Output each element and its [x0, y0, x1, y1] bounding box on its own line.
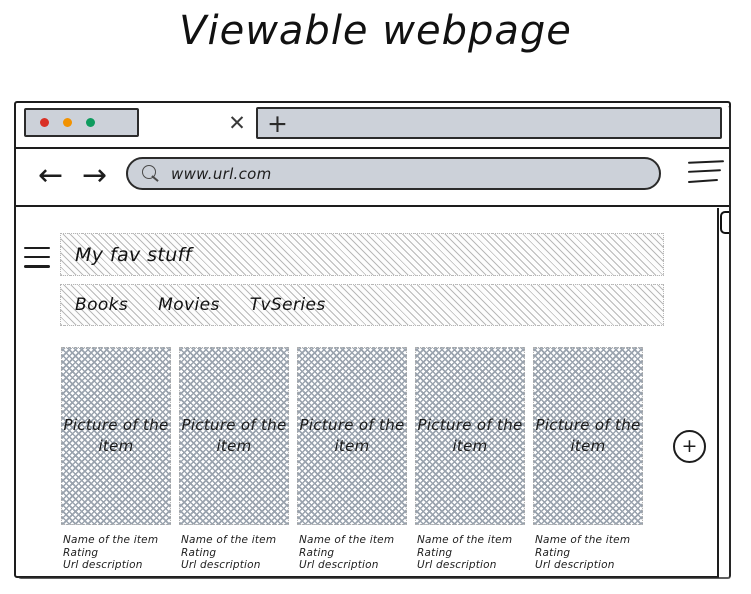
item-thumbnail: Picture of the item	[61, 347, 171, 525]
item-url-description: Url description	[417, 559, 497, 571]
item-meta: Name of the item Rating Url description	[179, 534, 289, 572]
item-rating: Rating	[181, 546, 217, 559]
item-rating: Rating	[63, 546, 99, 559]
item-name: Name of the item	[299, 534, 395, 546]
site-title: My fav stuff	[75, 243, 192, 266]
item-card[interactable]: Picture of the item Name of the item Rat…	[415, 347, 525, 572]
item-rating: Rating	[299, 546, 335, 559]
site-header-bar: My fav stuff	[60, 233, 664, 276]
item-card[interactable]: Picture of the item Name of the item Rat…	[297, 347, 407, 572]
browser-tab-strip: ✕ +	[16, 103, 729, 149]
thumbnail-placeholder-text: Picture of the item	[63, 416, 169, 455]
item-meta: Name of the item Rating Url description	[297, 534, 407, 572]
item-name: Name of the item	[181, 534, 277, 546]
item-thumbnail: Picture of the item	[533, 347, 643, 525]
page-title: Viewable webpage	[179, 8, 572, 54]
nav-tab-books[interactable]: Books	[75, 295, 129, 315]
scrollbar-thumb[interactable]	[720, 211, 729, 234]
back-arrow-icon[interactable]: ←	[38, 158, 64, 193]
item-name: Name of the item	[63, 534, 159, 546]
sidebar-line-3	[24, 265, 50, 268]
item-meta: Name of the item Rating Url description	[533, 534, 643, 572]
close-window-dot[interactable]	[40, 118, 49, 127]
thumbnail-placeholder-text: Picture of the item	[417, 416, 523, 455]
item-name: Name of the item	[535, 534, 631, 546]
search-icon	[142, 165, 159, 182]
menu-line-2	[687, 169, 722, 174]
sidebar-line-1	[24, 247, 50, 250]
sidebar-line-2	[24, 256, 50, 259]
thumbnail-placeholder-text: Picture of the item	[299, 416, 405, 455]
tab-strip-divider	[16, 147, 729, 149]
address-bar-value: www.url.com	[171, 164, 272, 183]
item-card-grid: Picture of the item Name of the item Rat…	[61, 347, 661, 572]
item-rating: Rating	[535, 546, 571, 559]
item-url-description: Url description	[181, 559, 261, 571]
item-thumbnail: Picture of the item	[297, 347, 407, 525]
item-thumbnail: Picture of the item	[415, 347, 525, 525]
toolbar-divider	[16, 205, 729, 207]
window-controls-group	[24, 108, 139, 137]
close-tab-icon[interactable]: ✕	[228, 111, 246, 135]
site-nav-bar: Books Movies TvSeries	[60, 284, 664, 326]
menu-line-3	[687, 178, 719, 184]
sidebar-toggle-icon[interactable]	[24, 247, 50, 269]
add-item-button[interactable]: +	[673, 430, 706, 463]
forward-arrow-icon[interactable]: →	[82, 158, 108, 193]
item-card[interactable]: Picture of the item Name of the item Rat…	[533, 347, 643, 572]
browser-window: ✕ + ← → www.url.com	[14, 101, 731, 579]
browser-toolbar: ← → www.url.com	[16, 150, 729, 207]
page-scrollbar[interactable]	[717, 208, 729, 578]
item-meta: Name of the item Rating Url description	[61, 534, 171, 572]
maximize-window-dot[interactable]	[86, 118, 95, 127]
item-url-description: Url description	[299, 559, 379, 571]
item-meta: Name of the item Rating Url description	[415, 534, 525, 572]
address-bar[interactable]: www.url.com	[126, 157, 661, 190]
item-name: Name of the item	[417, 534, 513, 546]
item-card[interactable]: Picture of the item Name of the item Rat…	[61, 347, 171, 572]
thumbnail-placeholder-text: Picture of the item	[535, 416, 641, 455]
item-card[interactable]: Picture of the item Name of the item Rat…	[179, 347, 289, 572]
thumbnail-placeholder-text: Picture of the item	[181, 416, 287, 455]
plus-icon: +	[267, 109, 288, 138]
browser-menu-icon[interactable]	[687, 160, 725, 185]
item-thumbnail: Picture of the item	[179, 347, 289, 525]
item-url-description: Url description	[535, 559, 615, 571]
page-viewport: My fav stuff Books Movies TvSeries Pictu…	[16, 208, 729, 578]
item-url-description: Url description	[63, 559, 143, 571]
item-rating: Rating	[417, 546, 453, 559]
menu-line-1	[687, 160, 725, 165]
nav-tab-movies[interactable]: Movies	[158, 295, 220, 315]
new-tab-button[interactable]: +	[256, 107, 722, 139]
nav-tab-tvseries[interactable]: TvSeries	[249, 295, 326, 315]
minimize-window-dot[interactable]	[63, 118, 72, 127]
